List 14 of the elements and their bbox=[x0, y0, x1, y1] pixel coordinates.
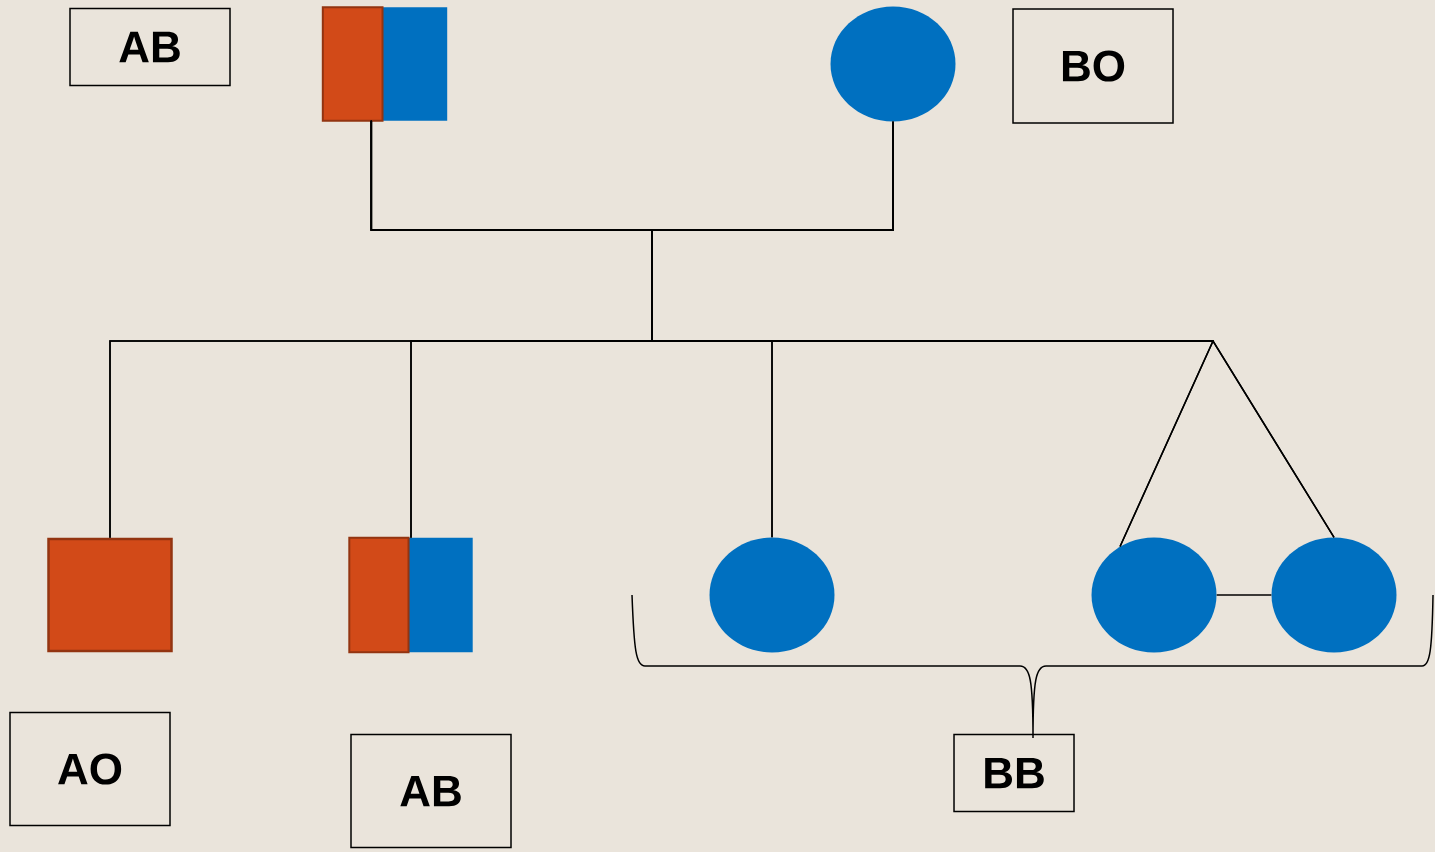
male-symbol bbox=[47, 537, 173, 653]
female-symbol bbox=[830, 6, 956, 122]
label-box: AO bbox=[9, 711, 171, 827]
label-box: BO bbox=[1012, 8, 1174, 124]
male-symbol bbox=[321, 6, 448, 122]
label-box: BB bbox=[953, 733, 1075, 813]
female-symbol bbox=[1271, 537, 1397, 653]
label-box: AB bbox=[69, 7, 231, 87]
label-box: AB bbox=[350, 733, 512, 849]
female-symbol bbox=[1091, 537, 1217, 653]
male-symbol bbox=[348, 536, 473, 654]
descent-line bbox=[651, 120, 1335, 539]
twin-bar bbox=[1215, 594, 1273, 596]
female-symbol bbox=[709, 537, 835, 653]
